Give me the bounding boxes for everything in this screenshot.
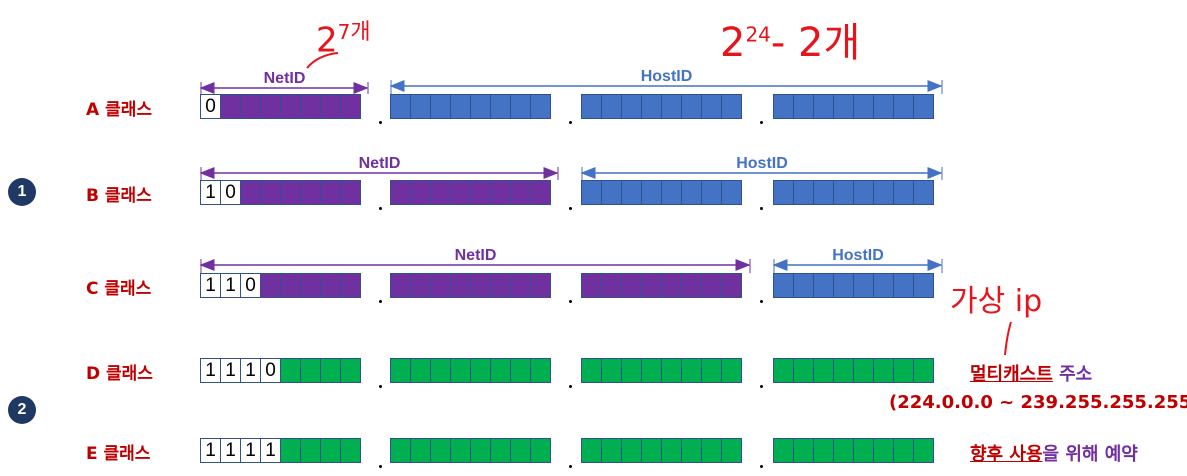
octet-separator-dot [760,300,763,303]
reserved-bit-cell [913,438,934,463]
class-label: A 클래스 [86,100,152,120]
octet-separator-dot [760,121,763,124]
a-netid-label: NetID [263,70,306,87]
reserved-bit-cell [721,438,742,463]
octet-separator-dot [379,300,382,303]
octet-2 [390,438,551,463]
net-bit-cell [530,273,551,298]
handwritten-pointer-c [1004,321,1012,356]
host-bit-cell [721,94,742,119]
b-hostid-label: HostID [736,155,788,172]
c-netid-label: NetID [454,247,497,264]
octet-separator-dot [379,121,382,124]
octet-3 [581,438,742,463]
octet-4 [773,273,934,298]
octet-3 [581,273,742,298]
host-bit-cell [721,180,742,205]
reserved-bit-cell [340,438,361,463]
octet-separator-dot [379,207,382,210]
octet-4 [773,180,934,205]
net-bit-cell [721,273,742,298]
class-label: E 클래스 [86,444,151,464]
octet-3 [581,94,742,119]
octet-2 [390,180,551,205]
reserved-bit-cell [530,438,551,463]
host-bit-cell [913,94,934,119]
multicast-note: 멀티캐스트 주소 [970,364,1093,385]
net-bit-cell [340,273,361,298]
octet-separator-dot [760,465,763,468]
a-hostid-arrow [389,80,943,94]
octet-separator-dot [569,121,572,124]
reserved-bit-cell [913,358,934,383]
marker-2: 2 [8,396,36,424]
octet-2 [390,358,551,383]
net-bit-cell [340,180,361,205]
octet-4 [773,438,934,463]
reserved-note: 향후 사용을 위해 예약 [970,444,1138,465]
octet-separator-dot [760,207,763,210]
annotation-a-net-count: 27개 [316,20,371,61]
class-label: B 클래스 [86,186,152,206]
c-hostid-label: HostID [832,247,884,264]
a-hostid-label: HostID [640,68,693,85]
octet-3 [581,180,742,205]
octet-separator-dot [379,385,382,388]
octet-separator-dot [760,385,763,388]
reserved-bit-cell [721,358,742,383]
marker-1: 1 [8,178,36,206]
b-netid-arrow [199,167,559,180]
octet-2 [390,94,551,119]
octet-separator-dot [379,465,382,468]
net-bit-cell [340,94,361,119]
reserved-bit-cell [340,358,361,383]
a-netid-arrow [199,82,369,94]
multicast-range: (224.0.0.0 ~ 239.255.255.255) [889,392,1187,413]
reserved-bit-cell [530,358,551,383]
octet-separator-dot [569,465,572,468]
octet-separator-dot [569,207,572,210]
net-bit-cell [530,180,551,205]
octet-separator-dot [569,385,572,388]
octet-4 [773,94,934,119]
octet-4 [773,358,934,383]
b-hostid-arrow [580,167,943,180]
host-bit-cell [913,273,934,298]
bit-cell: 0 [240,273,261,298]
octet-3 [581,358,742,383]
annotation-a-host-count: 224- 2개 [720,20,861,66]
octet-separator-dot [569,300,572,303]
host-bit-cell [530,94,551,119]
annotation-private-ip: 가상 ip [950,284,1043,319]
octet-2 [390,273,551,298]
b-netid-label: NetID [358,155,401,172]
host-bit-cell [913,180,934,205]
c-netid-arrow [199,259,751,273]
class-label: D 클래스 [86,364,153,384]
handwritten-pointer-a [306,52,339,69]
class-label: C 클래스 [86,279,152,299]
octet-1: 0 [200,94,361,119]
c-hostid-arrow [772,259,943,273]
